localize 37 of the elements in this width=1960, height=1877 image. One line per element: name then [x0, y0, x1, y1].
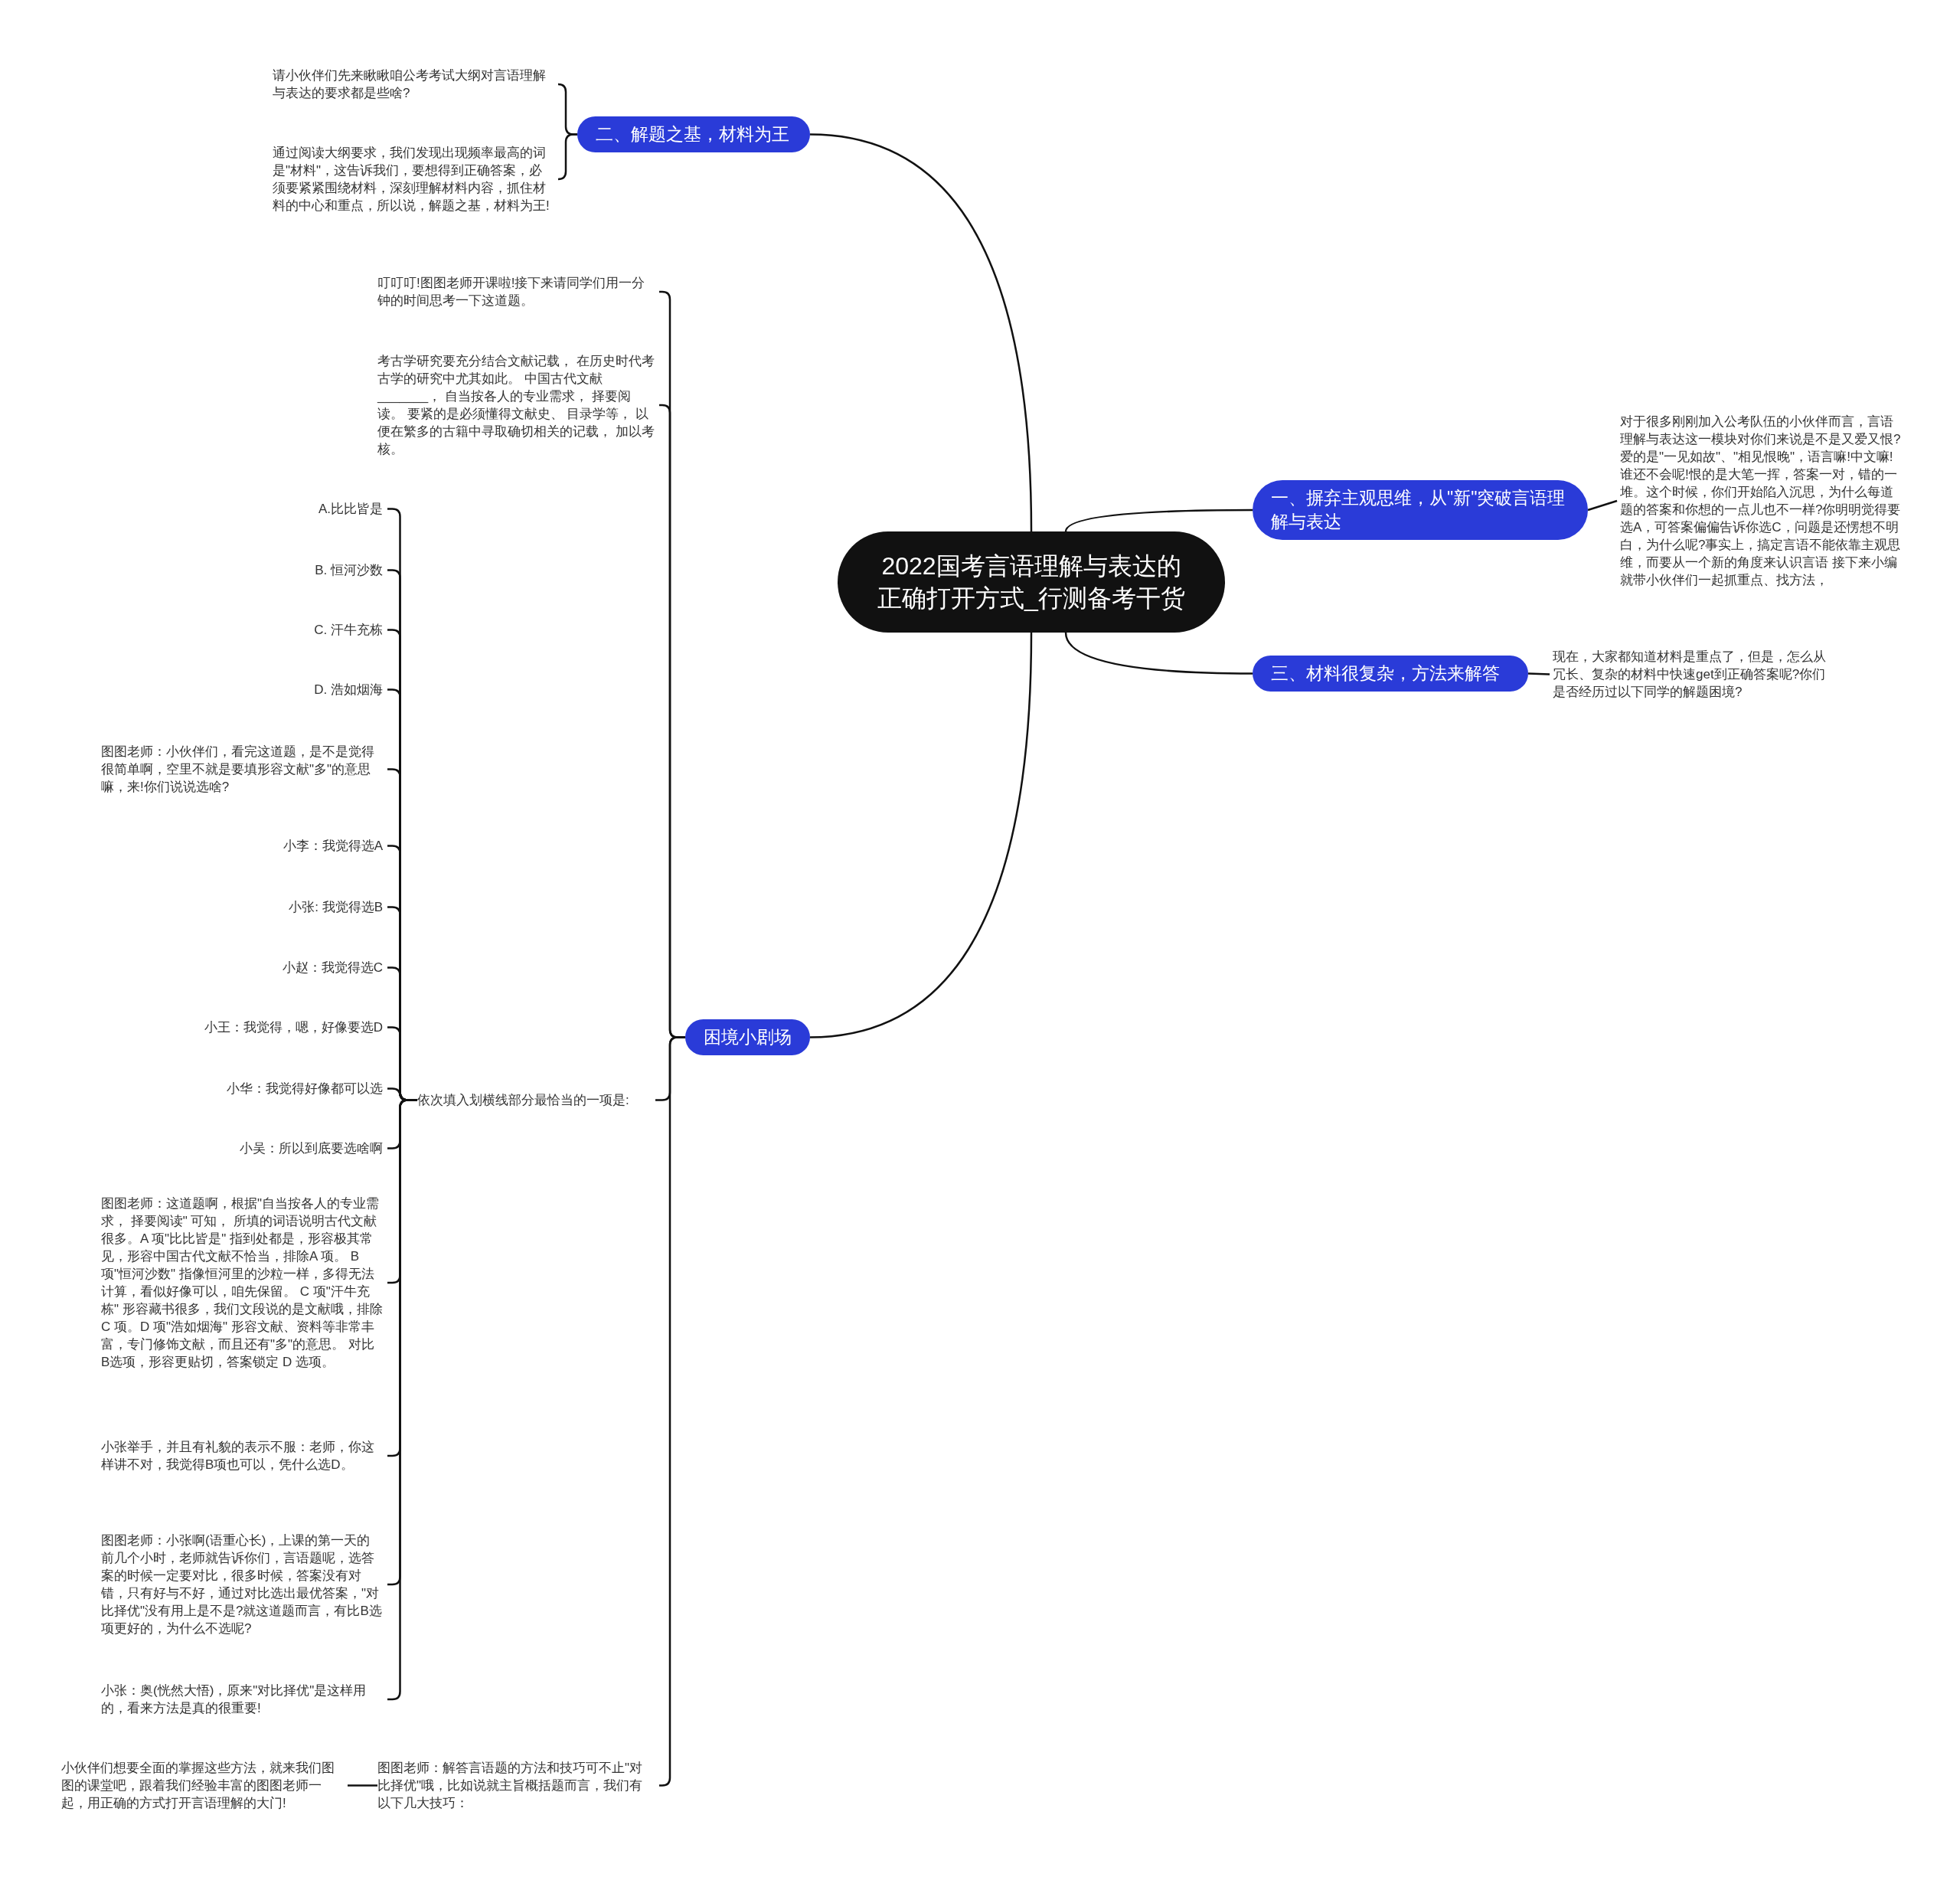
topic-text: 小王：我觉得，嗯，好像要选D — [204, 1019, 383, 1036]
topic-text: 小张: 我觉得选B — [289, 898, 383, 916]
branch-topic: 三、材料很复杂，方法来解答 — [1253, 656, 1528, 692]
topic-text: 通过阅读大纲要求，我们发现出现频率最高的词是"材料"，这告诉我们，要想得到正确答案，必须要紧紧围绕材料，深刻理解材料内容，抓住材料的中心和重点，所以说，解题之基，材料为王! — [273, 144, 554, 214]
central-topic: 2022国考言语理解与表达的正确打开方式_行测备考干货 — [838, 531, 1225, 633]
connector-line — [1064, 508, 1253, 532]
topic-text: 小吴：所以到底要选啥啊 — [240, 1140, 383, 1157]
topic-text: A.比比皆是 — [318, 500, 383, 518]
topic-text: B. 恒河沙数 — [315, 561, 383, 579]
topic-text: 小张：奥(恍然大悟)，原来"对比择优"是这样用的，看来方法是真的很重要! — [101, 1682, 383, 1717]
connector-line — [809, 133, 1033, 532]
topic-text: 图图老师：小张啊(语重心长)，上课的第一天的前几个小时，老师就告诉你们，言语题呢，选答案的时候一定要对比，很多时候，答案没有对错，只有好与不好，通过对比选出最优答案，"对比择优"没有用上是不是?就这道题而言，有比B选项更好的，为什么不选呢? — [101, 1532, 383, 1637]
topic-text: C. 汗牛充栋 — [314, 621, 383, 639]
connector-line — [1587, 499, 1618, 512]
topic-text: 图图老师：这道题啊，根据"自当按各人的专业需求， 择要阅读" 可知， 所填的词语说明古代文献很多。A 项"比比皆是" 指到处都是，形容极其常见，形容中国古代文献不恰当，排除A 项。 B 项"恒河沙数" 指像恒河里的沙粒一样，多得无法计算，看似好像可以，咱先保留。 C 项"汗牛充栋" 形容藏书很多，我们文段说的是文献哦，排除 C 项。D 项"浩如烟海" 形容文献、资料等非常丰富，专门修饰文献，而且还有"多"的意思。 对比B选项，形容更贴切，答案锁定 D 选项。 — [101, 1195, 383, 1371]
topic-text: 依次填入划横线部分最恰当的一项是: — [417, 1091, 651, 1109]
topic-text: 图图老师：解答言语题的方法和技巧可不止"对比择优"哦，比如说就主旨概括题而言，我们有以下几大技巧： — [377, 1759, 655, 1812]
topic-text: 小张举手，并且有礼貌的表示不服：老师，你这样讲不对，我觉得B项也可以，凭什么选D。 — [101, 1438, 383, 1473]
topic-text: 叮叮叮!图图老师开课啦!接下来请同学们用一分钟的时间思考一下这道题。 — [377, 274, 655, 309]
branch-topic: 二、解题之基，材料为王 — [577, 116, 810, 152]
topic-text: 考古学研究要充分结合文献记载， 在历史时代考古学的研究中尤其如此。 中国古代文献_______， 自当按各人的专业需求， 择要阅读。 要紧的是必须懂得文献史、 目录学等， 以便在繁多的古籍中寻取确切相关的记载， 加以考核。 — [377, 352, 655, 458]
branch-topic: 困境小剧场 — [685, 1019, 810, 1055]
connector-line — [1527, 672, 1550, 675]
topic-text: 小赵：我觉得选C — [282, 959, 383, 976]
connector-line — [1064, 632, 1253, 675]
connector-line — [809, 632, 1033, 1038]
topic-text: 小伙伴们想要全面的掌握这些方法，就来我们图图的课堂吧，跟着我们经验丰富的图图老师一起，用正确的方式打开言语理解的大门! — [61, 1759, 345, 1812]
connector-line — [348, 1784, 377, 1787]
topic-text: 现在，大家都知道材料是重点了，但是，怎么从冗长、复杂的材料中快速get到正确答案呢?你们是否经历过以下同学的解题困境? — [1553, 648, 1838, 701]
topic-text: 图图老师：小伙伴们，看完这道题，是不是觉得很简单啊，空里不就是要填形容文献"多"的意思嘛，来!你们说说选啥? — [101, 743, 383, 796]
connector-line — [557, 133, 577, 181]
topic-text: 请小伙伴们先来瞅瞅咱公考考试大纲对言语理解与表达的要求都是些啥? — [273, 67, 554, 102]
topic-text: D. 浩如烟海 — [314, 681, 383, 698]
topic-text: 小李：我觉得选A — [283, 837, 383, 855]
topic-text: 对于很多刚刚加入公考队伍的小伙伴而言，言语理解与表达这一模块对你们来说是不是又爱又恨?爱的是"一见如故"、"相见恨晚"，语言嘛!中文嘛!谁还不会呢!恨的是大笔一挥，答案一对，错的一堆。这个时候，你们开始陷入沉思，为什么每道题的答案和你想的一点儿也不一样?你明明觉得要选A，可答案偏偏告诉你选C，问题是还愣想不明白，为什么呢?事实上，搞定言语不能依靠主观思维，而要从一个新的角度来认识言语 接下来小编就带小伙伴们一起抓重点、找方法， — [1620, 413, 1905, 589]
branch-topic: 一、摒弃主观思维，从"新"突破言语理解与表达 — [1253, 480, 1588, 540]
topic-text: 小华：我觉得好像都可以选 — [227, 1080, 383, 1097]
